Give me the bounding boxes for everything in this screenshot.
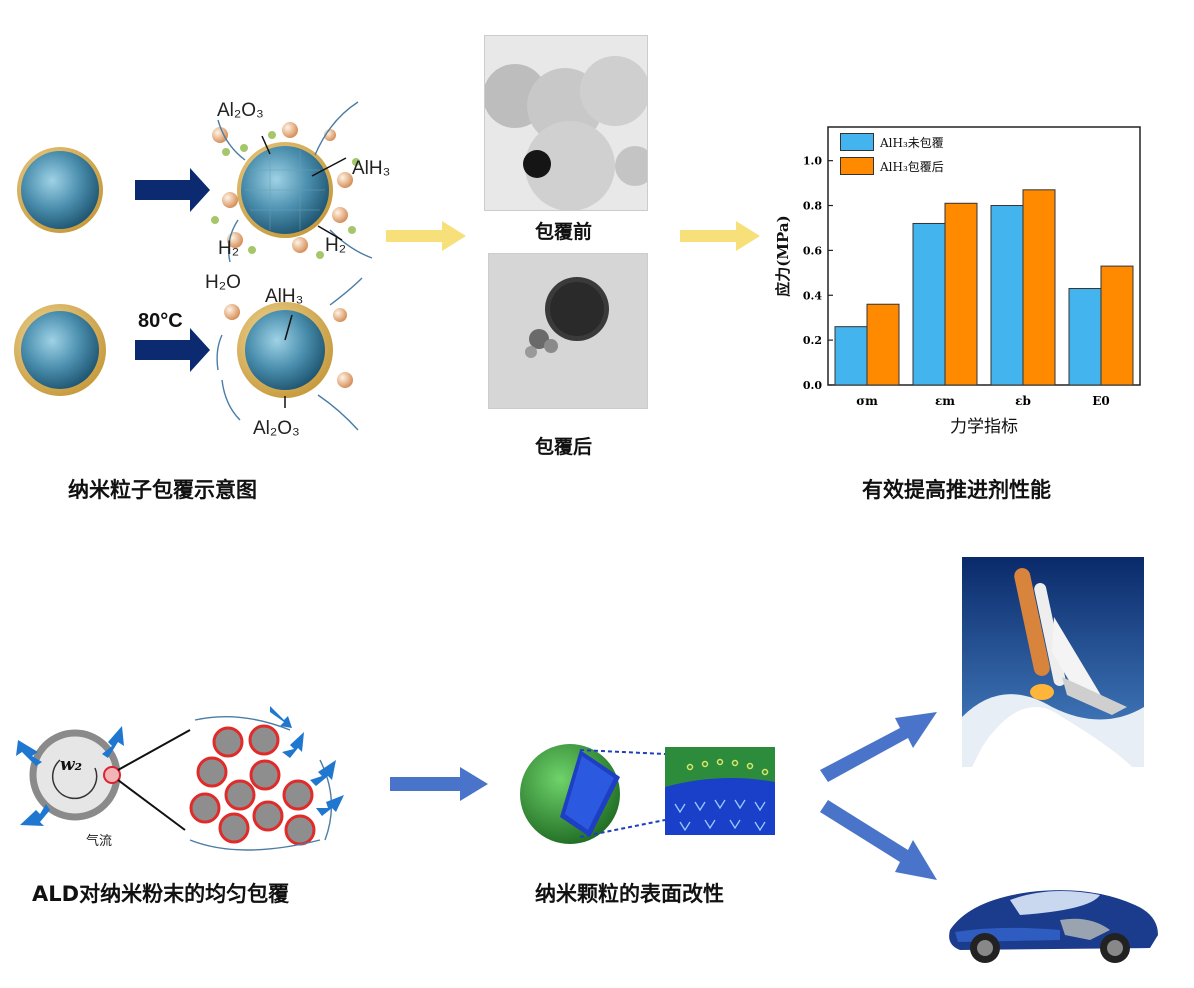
caption-performance: 有效提高推进剂性能 — [862, 478, 1051, 502]
plot-frame — [827, 126, 1141, 386]
bar-coated-0 — [866, 303, 900, 386]
bar-uncoated-2 — [990, 205, 1024, 386]
label-alh3-bottom: AlH₃ — [265, 286, 304, 307]
legend-label-coated: AlH₃包覆后 — [880, 159, 944, 174]
caption-surface: 纳米颗粒的表面改性 — [535, 882, 724, 906]
ald-schematic — [16, 706, 344, 851]
label-h2-left: H₂ — [218, 238, 240, 259]
label-temperature: 80°C — [138, 310, 183, 332]
x-tick-label: E0 — [1092, 394, 1110, 408]
legend-swatch-coated — [840, 157, 874, 175]
chart-ylabel: 应力(MPa) — [774, 215, 792, 296]
label-airflow: 气流 — [86, 834, 113, 849]
label-h2-right: H₂ — [325, 235, 347, 256]
bar-coated-2 — [1022, 189, 1056, 386]
y-tick-label: 0.8 — [803, 200, 822, 213]
yellow-arrow-right — [680, 221, 760, 251]
label-al2o3-bottom: Al₂O₃ — [253, 418, 300, 439]
surface-modification-diagram — [520, 744, 775, 844]
label-al2o3-top: Al₂O₃ — [217, 100, 264, 121]
bar-coated-3 — [1100, 265, 1134, 386]
chart-xlabel: 力学指标 — [950, 417, 1018, 437]
rotation-arrow-icon — [51, 759, 98, 800]
bar-uncoated-0 — [834, 326, 868, 386]
dark-arrow-bottom — [135, 328, 210, 372]
legend-item-coated: AlH₃包覆后 — [840, 154, 944, 178]
caption-coating-diagram: 纳米粒子包覆示意图 — [68, 478, 257, 502]
blue-arrows-diagonal — [820, 712, 937, 880]
x-tick-label: εb — [1015, 394, 1031, 408]
legend-swatch-uncoated — [840, 133, 874, 151]
bar-chart: 0.0 0.2 0.4 0.6 0.8 1.0 σm εm εb E0 力学指标 应力(MPa) — [774, 126, 1141, 437]
bar-uncoated-1 — [912, 222, 946, 386]
caption-before: 包覆前 — [535, 221, 593, 243]
legend-label-uncoated: AlH₃未包覆 — [880, 135, 944, 150]
label-h2o: H₂O — [205, 272, 241, 293]
electric-car-image — [949, 890, 1158, 963]
particle-coated-bottom — [245, 310, 325, 390]
label-alh3-top: AlH₃ — [352, 158, 391, 179]
tem-image-before — [484, 35, 648, 211]
y-tick-label: 1.0 — [803, 155, 822, 168]
y-tick-label: 0.6 — [803, 244, 822, 257]
chart-legend: AlH₃未包覆 AlH₃包覆后 — [840, 130, 944, 178]
arrow-to-car — [820, 800, 937, 880]
arrow-to-rocket — [820, 712, 937, 782]
caption-ald: ALD对纳米粉末的均匀包覆 — [32, 882, 290, 906]
yellow-arrow-left — [386, 221, 466, 251]
space-shuttle-image — [962, 557, 1144, 767]
y-tick-label: 0.2 — [803, 334, 822, 347]
dark-arrow-top — [135, 168, 210, 212]
x-tick-label: σm — [856, 394, 878, 408]
x-tick-label: εm — [935, 394, 955, 408]
y-tick-label: 0.0 — [803, 379, 822, 392]
tem-image-after — [488, 253, 648, 409]
coating-schematic — [14, 101, 373, 431]
label-w2: w₂ — [60, 755, 83, 775]
bar-coated-1 — [944, 202, 978, 386]
legend-item-uncoated: AlH₃未包覆 — [840, 130, 944, 154]
blue-arrow-middle — [390, 767, 488, 801]
bar-uncoated-3 — [1068, 288, 1102, 386]
caption-after: 包覆后 — [535, 436, 593, 458]
y-tick-label: 0.4 — [803, 289, 822, 302]
